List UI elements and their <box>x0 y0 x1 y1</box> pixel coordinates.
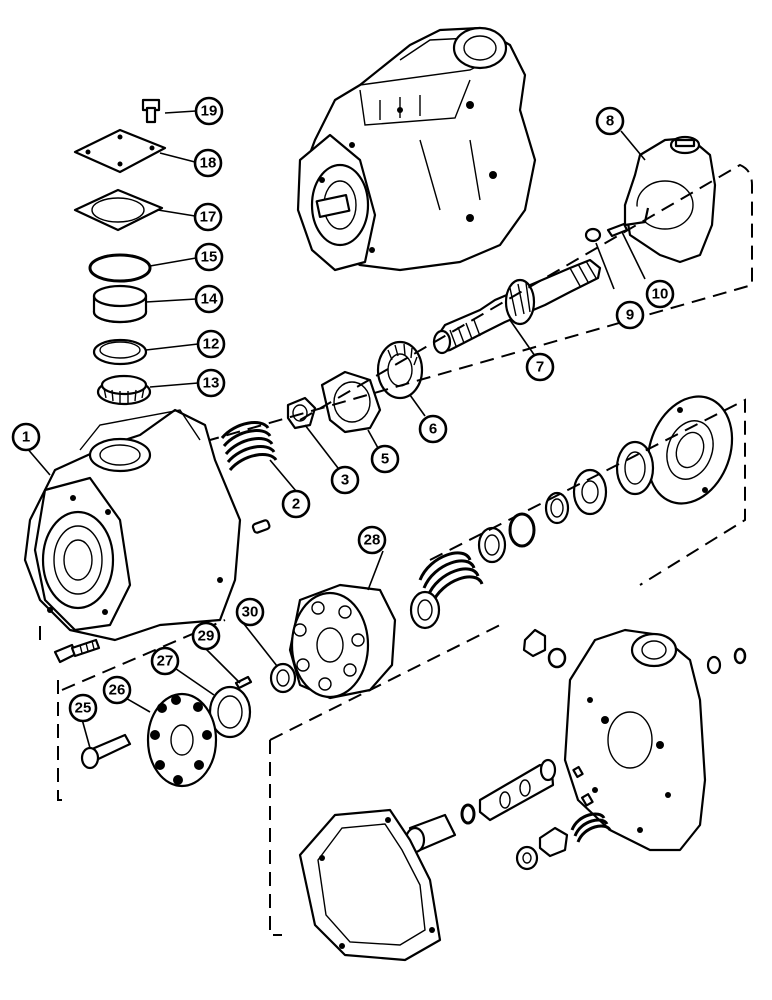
piston-25 <box>80 733 132 770</box>
callout-15: 15 <box>194 242 224 272</box>
bearing-cup-5 <box>320 370 382 434</box>
valve-spool <box>478 758 557 822</box>
callout-18: 18 <box>193 148 223 178</box>
callout-8: 8 <box>595 106 625 136</box>
o-ring-15 <box>88 253 152 283</box>
callout-17: 17 <box>193 202 223 232</box>
callout-label-2: 2 <box>292 496 300 513</box>
callout-label-12: 12 <box>203 336 220 353</box>
bearing-cup-right <box>615 440 655 496</box>
dashed-outline-middle <box>57 398 746 801</box>
bolt-19 <box>141 98 161 124</box>
callout-label-27: 27 <box>157 653 174 670</box>
bearing-cup-14 <box>92 284 148 324</box>
spring-2 <box>220 421 278 472</box>
callout-label-3: 3 <box>341 472 349 489</box>
callout-19: 19 <box>194 96 224 126</box>
dashed-outline-lower <box>269 624 501 936</box>
tiny-pins <box>572 765 594 807</box>
callout-label-18: 18 <box>200 155 217 172</box>
washer-right <box>544 491 570 525</box>
callout-label-9: 9 <box>626 307 634 324</box>
callout-label-30: 30 <box>242 604 259 621</box>
callout-label-7: 7 <box>536 359 544 376</box>
callout-27: 27 <box>150 646 180 676</box>
pin-29 <box>234 675 253 690</box>
callout-12: 12 <box>196 329 226 359</box>
small-ring <box>460 803 476 825</box>
end-cover <box>563 628 707 852</box>
valve-spring <box>570 812 612 843</box>
callout-7: 7 <box>525 352 555 382</box>
cylinder-block-28 <box>288 583 397 700</box>
callout-label-14: 14 <box>201 291 218 308</box>
snap-ring <box>508 512 536 548</box>
cover-plate-18 <box>73 128 167 174</box>
valve-plate <box>646 395 734 505</box>
swashplate-8 <box>623 135 717 264</box>
callout-28: 28 <box>357 525 387 555</box>
spring-seat <box>538 826 569 858</box>
callout-label-5: 5 <box>381 451 389 468</box>
callout-label-28: 28 <box>364 532 381 549</box>
callout-label-15: 15 <box>201 249 218 266</box>
cone-bearing-6 <box>376 340 424 400</box>
callout-14: 14 <box>194 284 224 314</box>
callout-label-26: 26 <box>109 682 126 699</box>
callout-3: 3 <box>330 465 360 495</box>
callout-label-29: 29 <box>198 628 215 645</box>
pin-9 <box>584 227 602 243</box>
dowel-pin <box>251 519 271 534</box>
callout-label-25: 25 <box>75 700 92 717</box>
callout-9: 9 <box>615 300 645 330</box>
callout-label-6: 6 <box>429 421 437 438</box>
small-seals-right <box>706 647 747 675</box>
shoe-plate-26 <box>146 692 218 788</box>
washer-center <box>477 526 507 564</box>
dashed-outline-upper <box>39 163 753 640</box>
bushing-30 <box>269 662 297 694</box>
leader-lines <box>25 110 646 749</box>
assembled-pump <box>296 26 537 272</box>
splined-shaft-7 <box>432 258 602 355</box>
callout-13: 13 <box>196 368 226 398</box>
callout-label-1: 1 <box>22 429 30 446</box>
callout-30: 30 <box>235 597 265 627</box>
callout-label-8: 8 <box>606 113 614 130</box>
callout-label-10: 10 <box>652 286 669 303</box>
bearing-cup-12 <box>92 338 148 366</box>
callout-25: 25 <box>68 693 98 723</box>
cone-bearing-13 <box>96 374 152 406</box>
plug-fitting <box>522 628 567 669</box>
callout-5: 5 <box>370 444 400 474</box>
callout-label-19: 19 <box>201 103 218 120</box>
gasket-17 <box>73 188 164 232</box>
callout-1: 1 <box>11 422 41 452</box>
retainer-27 <box>208 685 252 739</box>
callout-26: 26 <box>102 675 132 705</box>
housing-1 <box>23 408 242 642</box>
callout-label-17: 17 <box>200 209 217 226</box>
screw-fitting <box>53 638 101 664</box>
callout-6: 6 <box>418 414 448 444</box>
washer-bottom <box>515 845 539 871</box>
pin-10 <box>606 222 629 238</box>
callout-10: 10 <box>645 279 675 309</box>
cone-bearing-right <box>572 468 608 516</box>
piston-spring <box>418 551 484 605</box>
callout-29: 29 <box>191 621 221 651</box>
end-gasket <box>298 808 442 962</box>
spring-washer <box>409 590 441 630</box>
callout-2: 2 <box>281 489 311 519</box>
callout-label-13: 13 <box>203 375 220 392</box>
